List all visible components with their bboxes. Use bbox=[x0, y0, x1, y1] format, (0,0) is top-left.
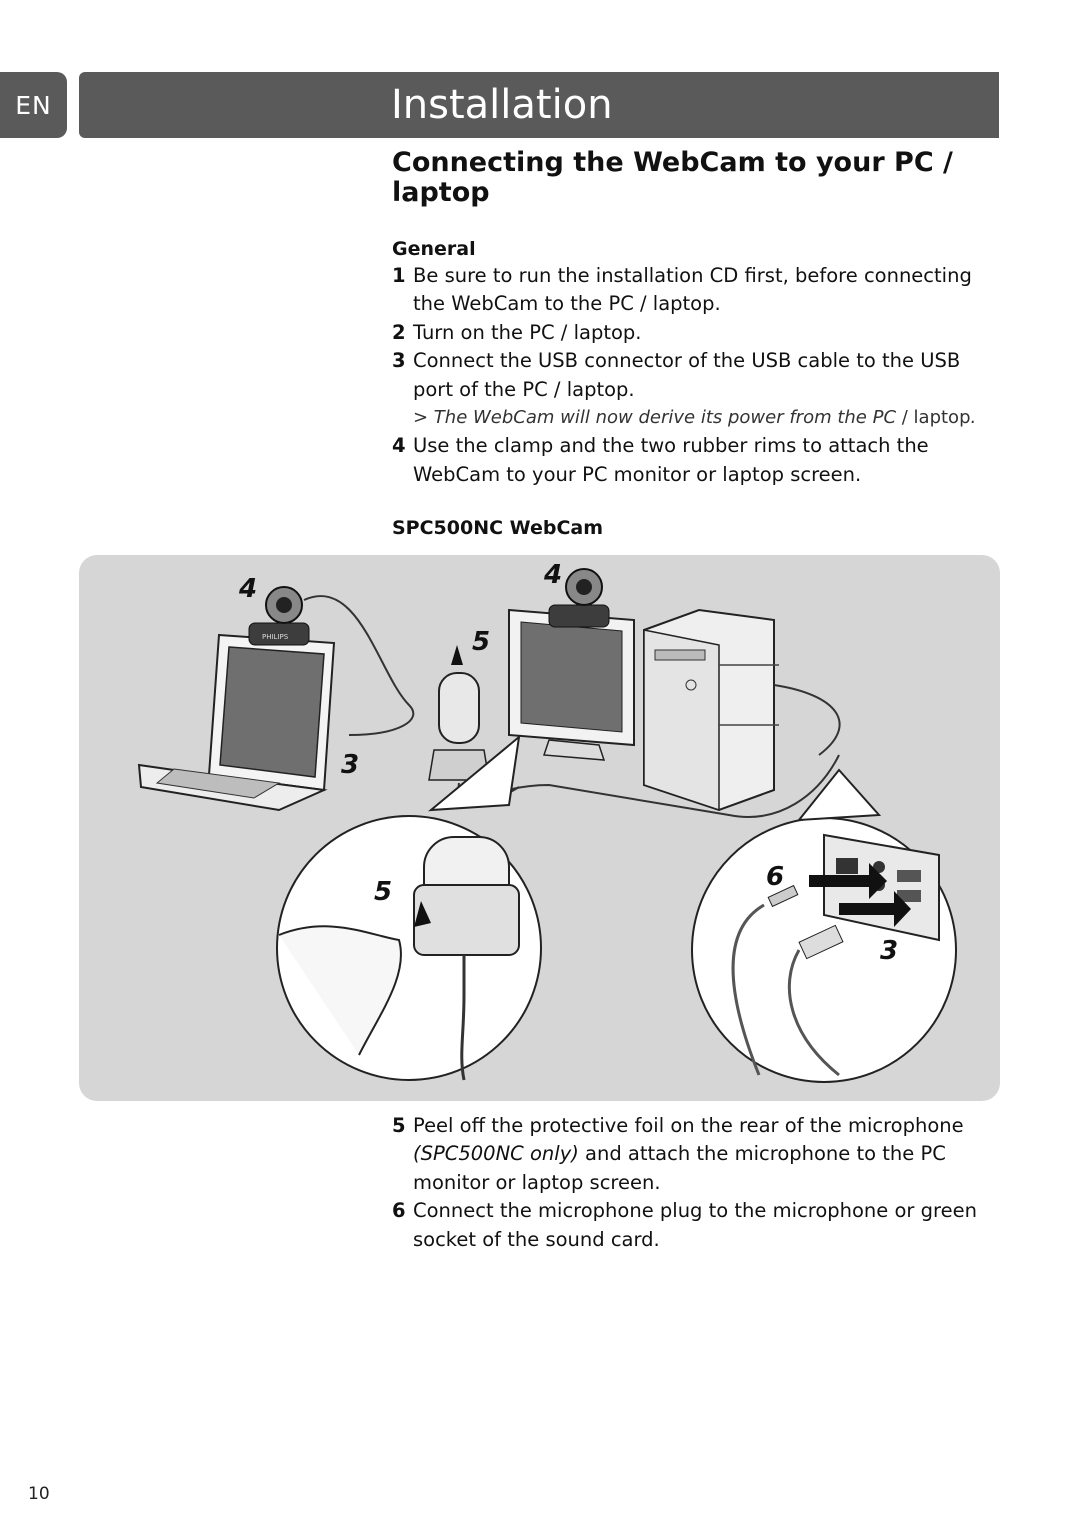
page-number: 10 bbox=[28, 1484, 50, 1504]
page-title: Installation bbox=[391, 82, 613, 128]
step-item: 1 Be sure to run the installation CD firs… bbox=[392, 262, 1002, 319]
step-text: Be sure to run the installation CD first… bbox=[413, 264, 972, 316]
step-result: > The WebCam will now derive its power f… bbox=[392, 404, 1002, 432]
callout-step-5-zoom: 5 bbox=[374, 877, 392, 907]
callout-step-4-laptop: 4 bbox=[238, 574, 257, 604]
general-subheading: General bbox=[392, 238, 476, 260]
step-item: 5 Peel off the protective foil on the rea… bbox=[392, 1112, 1002, 1197]
result-text-italic: > The WebCam will now derive its power f… bbox=[413, 407, 897, 429]
steps-list-microphone: 5 Peel off the protective foil on the rea… bbox=[392, 1112, 1002, 1254]
step-item: 4 Use the clamp and the two rubber rims t… bbox=[392, 432, 1002, 489]
illustration-drawing: PHILIPS bbox=[137, 560, 957, 1083]
callout-step-3-left: 3 bbox=[341, 750, 359, 780]
result-text-plain: / laptop bbox=[896, 407, 971, 429]
step-item: 6 Connect the microphone plug to the micr… bbox=[392, 1197, 1002, 1254]
step-item: 3 Connect the USB connector of the USB ca… bbox=[392, 347, 1002, 404]
brand-label: PHILIPS bbox=[262, 633, 289, 641]
step-number: 3 bbox=[392, 349, 406, 373]
step-text-italic: (SPC500NC only) bbox=[413, 1142, 579, 1166]
step-number: 5 bbox=[392, 1114, 406, 1137]
step-text: Use the clamp and the two rubber rims to… bbox=[413, 434, 929, 486]
step-text: Connect the USB connector of the USB cab… bbox=[413, 349, 961, 401]
webcam-on-laptop: PHILIPS bbox=[248, 586, 415, 736]
step-text: Peel off the protective foil on the rear… bbox=[413, 1114, 964, 1137]
steps-list-general: 1 Be sure to run the installation CD firs… bbox=[392, 262, 1002, 489]
section-header-bar: Installation bbox=[79, 72, 999, 138]
language-tab: EN bbox=[0, 72, 67, 138]
model-subheading: SPC500NC WebCam bbox=[392, 517, 604, 540]
step-text-continued: and attach the microphone to the PC moni… bbox=[413, 1142, 946, 1194]
section-heading: Connecting the WebCam to your PC / lapto… bbox=[392, 147, 953, 208]
step-number: 1 bbox=[392, 264, 406, 287]
step-number: 2 bbox=[392, 320, 406, 344]
step-text: Turn on the PC / laptop. bbox=[413, 320, 642, 344]
instructions-bottom: 5 Peel off the protective foil on the rea… bbox=[392, 1112, 1002, 1254]
zoom-circle-microphone bbox=[276, 734, 542, 1081]
monitor-illustration bbox=[508, 568, 635, 761]
step-item: 2 Turn on the PC / laptop. bbox=[392, 319, 1002, 347]
result-text-end: . bbox=[970, 407, 977, 429]
callout-step-6-zoom: 6 bbox=[766, 862, 784, 892]
pc-tower-illustration bbox=[643, 608, 841, 812]
installation-illustration: PHILIPS bbox=[79, 555, 1000, 1101]
step-number: 4 bbox=[392, 434, 406, 458]
callout-step-3-zoom: 3 bbox=[880, 936, 898, 966]
step-text: Connect the microphone plug to the micro… bbox=[413, 1199, 977, 1251]
callout-step-5-top: 5 bbox=[472, 627, 490, 657]
callout-step-4-monitor: 4 bbox=[543, 560, 562, 590]
step-number: 6 bbox=[392, 1199, 406, 1223]
zoom-circle-sockets bbox=[691, 768, 957, 1083]
instructions-top: Connecting the WebCam to your PC / lapto… bbox=[392, 147, 1002, 540]
laptop-illustration bbox=[137, 633, 336, 812]
